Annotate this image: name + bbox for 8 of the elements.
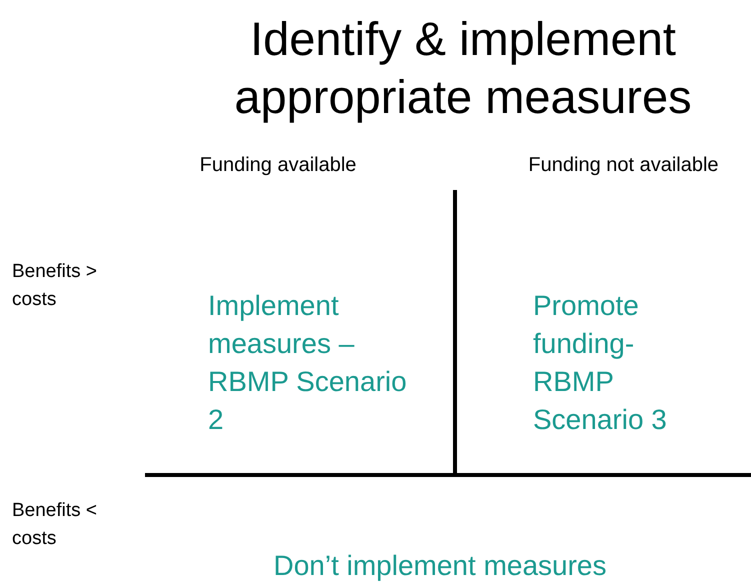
row-header: Benefits > costs	[12, 260, 98, 312]
quadrant-text: Implement measures – RBMP Scenario 2	[208, 289, 408, 437]
column-header: Funding available	[198, 153, 358, 178]
title: Identify & implement appropriate measures	[233, 11, 693, 125]
row-header: Benefits < costs	[12, 499, 98, 551]
column-header: Funding not available	[527, 153, 720, 178]
quadrant-text: Promote funding- RBMP Scenario 3	[533, 289, 668, 437]
quadrant-text: Don’t implement measures	[272, 549, 608, 583]
